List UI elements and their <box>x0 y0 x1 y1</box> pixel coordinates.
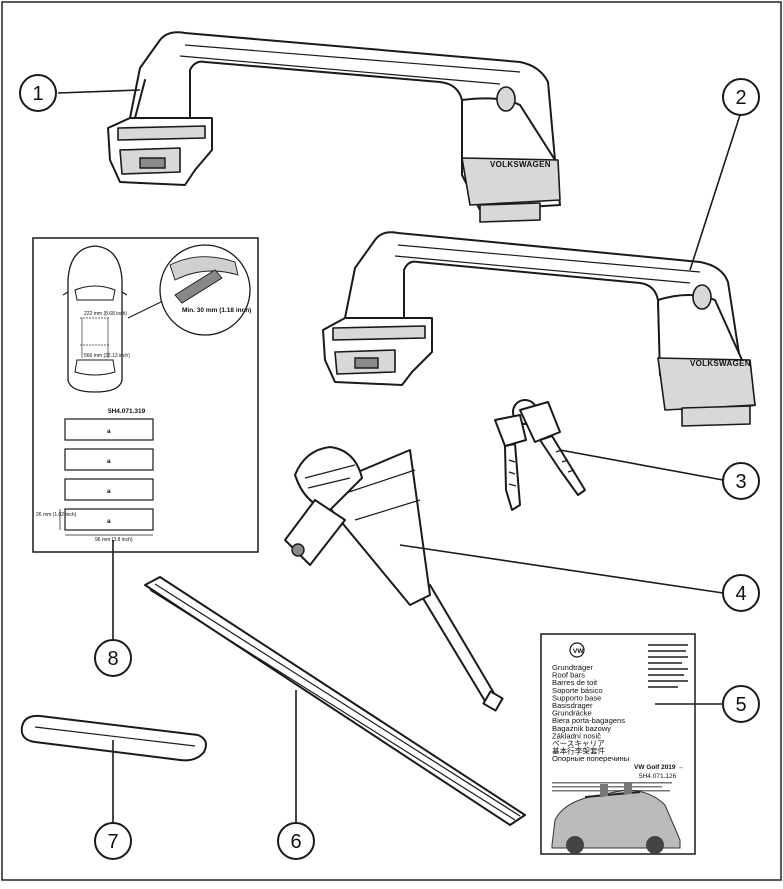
manual-title-line: Roof bars <box>552 671 585 680</box>
sticker-4: a 26 mm (1.02 inch) 96 mm (3.8 inch) <box>36 508 154 543</box>
manual-title-line: Barres de toit <box>552 678 598 687</box>
dim-rear-label: 566 mm (22.13 inch) <box>84 353 130 359</box>
cover-strip-7 <box>20 714 207 762</box>
manual-car-image <box>551 782 681 854</box>
callout-8: 8 <box>94 639 132 677</box>
manual-title-line: Grundräcke <box>552 709 592 718</box>
dim-front-label: 222 mm (8.68 inch) <box>84 311 127 317</box>
sticker-3: a <box>64 478 154 501</box>
sticker-1: a <box>64 418 154 441</box>
manual-model: VW Golf 2019 → <box>634 764 684 771</box>
callout-label: 5 <box>735 694 746 716</box>
callout-3: 3 <box>722 462 760 500</box>
car-top-view: 222 mm (8.68 inch) 566 mm (22.13 inch) <box>62 245 130 393</box>
manual-title-line: 基本行李架套件 <box>552 746 606 756</box>
keys-3 <box>494 399 586 511</box>
callout-7: 7 <box>94 822 132 860</box>
roof-bar-2: VOLKSWAGEN <box>322 231 756 427</box>
callout-label: 1 <box>32 83 43 105</box>
vw-logo-letters: VW <box>573 648 584 655</box>
callout-4: 4 <box>722 574 760 612</box>
callout-1: 1 <box>19 74 57 112</box>
rubber-strip-6 <box>144 576 526 826</box>
callout-label: 8 <box>107 648 118 670</box>
vw-logo-icon <box>569 642 585 658</box>
manual-title-line: Supporto base <box>552 693 601 702</box>
sticker-part-number: 5H4.071.319 <box>108 408 146 415</box>
manual-small-print <box>552 782 672 792</box>
tool-4 <box>284 446 504 712</box>
dim-height-label: 26 mm (1.02 inch) <box>36 512 77 518</box>
sticker-letter: a <box>107 428 111 435</box>
manual-title-line: Опорные поперечины <box>552 754 629 763</box>
sticker-sheet-8: 222 mm (8.68 inch) 566 mm (22.13 inch) M… <box>32 237 259 553</box>
callout-6: 6 <box>277 822 315 860</box>
sticker-letter: a <box>107 488 111 495</box>
sticker-letter: a <box>107 458 111 465</box>
callout-label: 2 <box>735 87 746 109</box>
callout-label: 7 <box>107 831 118 853</box>
callout-leaders <box>57 89 741 822</box>
callout-5: 5 <box>722 685 760 723</box>
manual-title-line: Základní nosič <box>552 731 601 740</box>
callout-label: 4 <box>735 583 746 605</box>
manual-title-line: Basisdrager <box>552 701 593 710</box>
manual-title-line: Grundträger <box>552 663 593 672</box>
sticker-2: a <box>64 448 154 471</box>
min-distance-label: Min. 30 mm (1.18 inch) <box>182 307 251 314</box>
brand-label-2: VOLKSWAGEN <box>690 359 751 368</box>
manual-part-number: 5H4.071.126 <box>639 773 677 780</box>
callout-2: 2 <box>722 78 760 116</box>
dim-width-label: 96 mm (3.8 inch) <box>95 537 133 543</box>
magnifier-detail: Min. 30 mm (1.18 inch) <box>127 244 251 336</box>
manual-title-line: Biera porta-bagagens <box>552 716 625 725</box>
manual-side-text <box>648 644 688 688</box>
roof-bar-1: VOLKSWAGEN <box>107 31 561 223</box>
callout-label: 6 <box>290 831 301 853</box>
manual-title-line: Soporte básico <box>552 686 603 695</box>
manual-title-line: ベースキャリア <box>552 739 605 748</box>
brand-label-1: VOLKSWAGEN <box>490 160 551 169</box>
sticker-letter: a <box>107 518 111 525</box>
callout-label: 3 <box>735 471 746 493</box>
manual-title-line: Bagażnik bazowy <box>552 724 611 733</box>
